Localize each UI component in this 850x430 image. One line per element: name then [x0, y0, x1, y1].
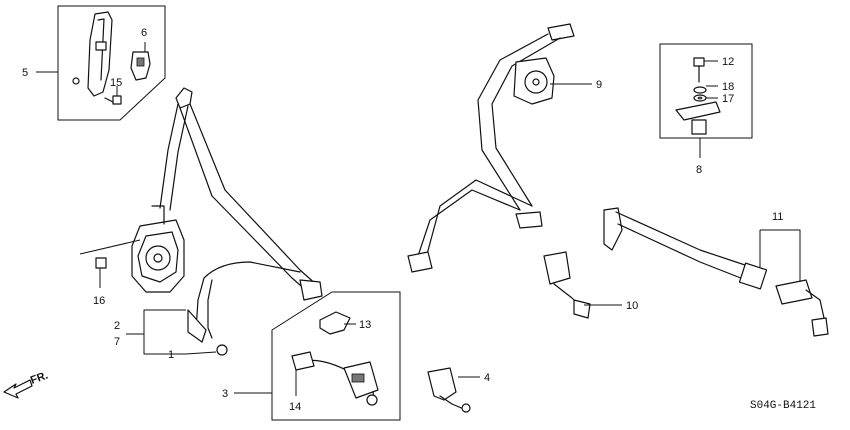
- callout-9: 9: [596, 79, 602, 91]
- leader-lines: [36, 42, 801, 396]
- callout-18: 18: [722, 81, 734, 93]
- callout-17: 17: [722, 93, 734, 105]
- callout-6: 6: [141, 27, 147, 39]
- buckle-part-10: [543, 251, 591, 319]
- arrow-left-icon: [3, 379, 33, 399]
- direction-label: FR.: [29, 369, 50, 386]
- callout-14: 14: [289, 401, 301, 413]
- callout-15: 15: [110, 77, 122, 89]
- callout-8: 8: [696, 164, 702, 176]
- callout-7: 7: [114, 336, 120, 348]
- callout-16: 16: [93, 295, 105, 307]
- callout-1: 1: [168, 349, 174, 361]
- callout-11: 11: [772, 211, 783, 223]
- callout-2: 2: [114, 320, 120, 332]
- diagram-code: S04G-B4121: [750, 400, 816, 412]
- callout-4: 4: [484, 372, 490, 384]
- callout-5: 5: [22, 67, 28, 79]
- inset-buckle: [271, 291, 401, 421]
- callout-labels: 5 6 15 16 2 7 1 3 14 13 4 9 10 12 18 17 …: [22, 27, 783, 413]
- callout-10: 10: [626, 300, 638, 312]
- rear-belt-assembly: [407, 23, 575, 273]
- front-belt-assembly: [95, 87, 323, 356]
- callout-12: 12: [722, 56, 734, 68]
- callout-3: 3: [222, 388, 228, 400]
- inset-pillar-cover: [57, 5, 166, 121]
- callout-13: 13: [359, 319, 371, 331]
- rear-side-belt-11: [603, 207, 829, 337]
- front-direction-arrow: FR.: [3, 369, 50, 399]
- inset-hardware: [659, 43, 753, 139]
- buckle-part-4: [427, 367, 471, 413]
